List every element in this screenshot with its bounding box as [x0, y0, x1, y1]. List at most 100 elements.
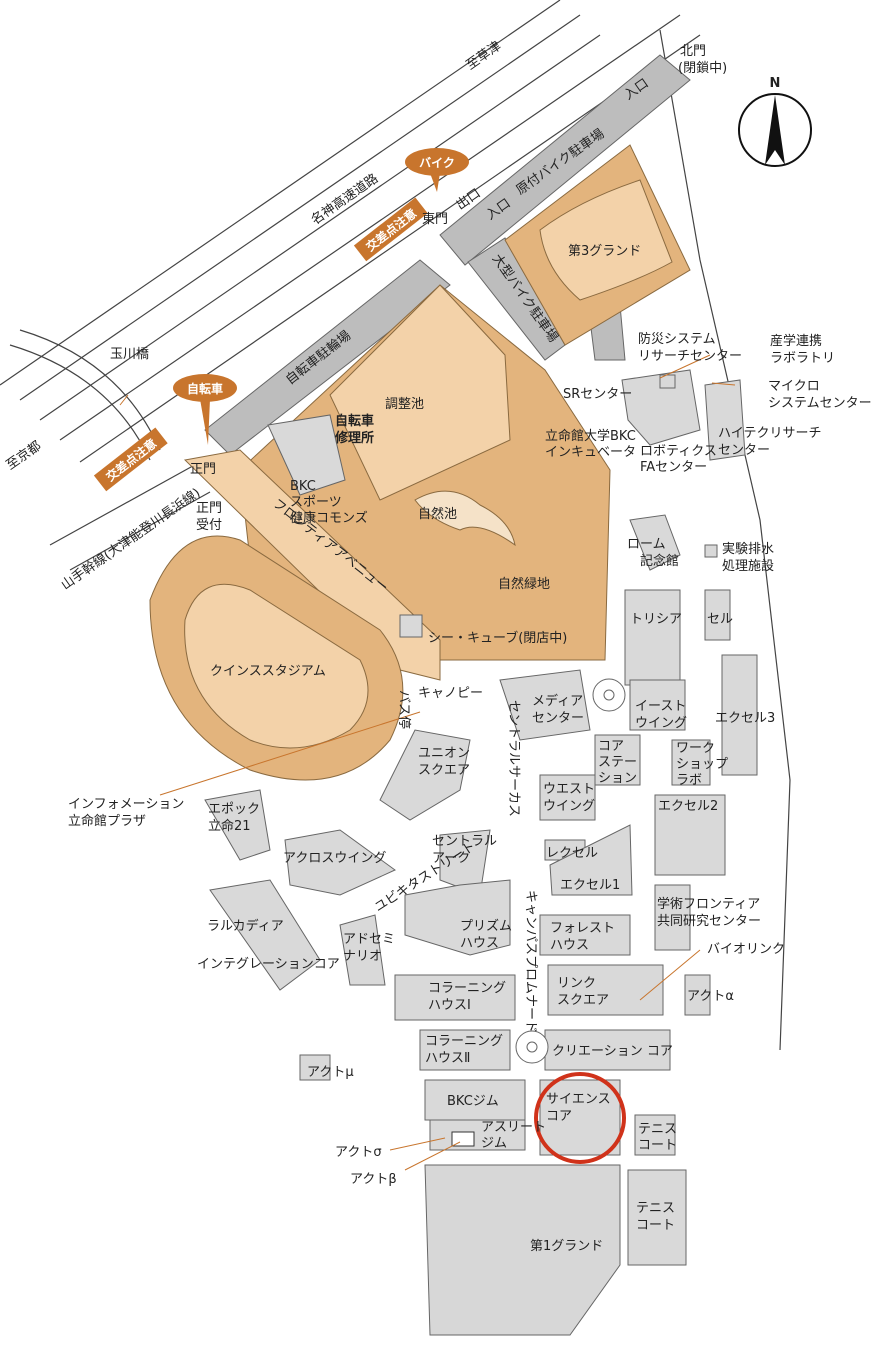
svg-text:ション: ション: [598, 771, 637, 786]
svg-text:イースト: イースト: [635, 699, 686, 714]
svg-text:アスリート: アスリート: [481, 1120, 546, 1135]
svg-text:プリズム: プリズム: [460, 918, 512, 934]
svg-text:ハウスⅠ: ハウスⅠ: [428, 998, 471, 1013]
badge-caution-2: 交差点注意: [93, 427, 168, 492]
svg-text:正門: 正門: [190, 462, 216, 477]
svg-text:テニス: テニス: [638, 1122, 677, 1137]
badge-bike: バイク: [405, 148, 469, 192]
svg-text:アドセミ: アドセミ: [343, 932, 395, 947]
svg-text:ロボティクス: ロボティクス: [640, 444, 717, 459]
svg-text:BKCジム: BKCジム: [447, 1094, 499, 1109]
svg-text:北門: 北門: [680, 44, 706, 59]
svg-text:インキュベータ: インキュベータ: [545, 445, 636, 460]
svg-text:バス停: バス停: [396, 690, 412, 729]
svg-text:センター: センター: [532, 711, 584, 726]
svg-text:アクトβ: アクトβ: [350, 1172, 397, 1187]
roundabout-promenade: [515, 1030, 549, 1064]
leader-lines: [119, 354, 736, 1171]
svg-text:東門: 東門: [422, 211, 448, 227]
svg-text:エポック: エポック: [208, 802, 260, 817]
svg-text:エクセル2: エクセル2: [658, 799, 718, 814]
svg-text:コラーニング: コラーニング: [428, 981, 506, 996]
svg-text:バイオリンク: バイオリンク: [707, 942, 785, 957]
svg-text:調整池: 調整池: [385, 397, 424, 412]
svg-text:アクロスウイング: アクロスウイング: [283, 851, 386, 866]
svg-text:センター: センター: [718, 443, 770, 458]
svg-text:自転車: 自転車: [187, 381, 223, 396]
svg-text:ウイング: ウイング: [543, 799, 595, 814]
svg-text:防災システム: 防災システム: [638, 331, 716, 347]
svg-text:ショップ: ショップ: [676, 757, 728, 772]
svg-text:立命21: 立命21: [208, 818, 251, 834]
svg-text:自然池: 自然池: [418, 506, 457, 522]
svg-text:アクトμ: アクトμ: [307, 1065, 354, 1080]
stadium: [149, 535, 404, 781]
svg-text:立命館プラザ: 立命館プラザ: [68, 813, 146, 829]
svg-text:コート: コート: [638, 1138, 677, 1153]
to-kusatsu: 至草津: [464, 39, 505, 74]
svg-text:ジム: ジム: [481, 1136, 507, 1151]
svg-text:ユニオン: ユニオン: [418, 746, 470, 761]
svg-text:スクエア: スクエア: [418, 763, 470, 778]
svg-text:受付: 受付: [196, 518, 222, 533]
svg-text:セントラルサーカス: セントラルサーカス: [506, 700, 521, 817]
svg-text:ワーク: ワーク: [676, 741, 715, 756]
svg-text:交差点注意: 交差点注意: [103, 435, 160, 484]
svg-text:立命館大学BKC: 立命館大学BKC: [545, 428, 636, 444]
svg-text:ナリオ: ナリオ: [343, 949, 382, 964]
svg-text:メディア: メディア: [532, 693, 583, 709]
tamagawa-bridge: 玉川橋: [110, 347, 149, 362]
svg-text:アクトσ: アクトσ: [335, 1145, 382, 1160]
buildings: [204, 369, 758, 1156]
svg-text:エクセル3: エクセル3: [715, 711, 775, 726]
svg-text:自然緑地: 自然緑地: [498, 576, 550, 592]
svg-text:ラルカディア: ラルカディア: [207, 918, 284, 934]
svg-text:産学連携: 産学連携: [770, 333, 822, 349]
svg-text:キャンパスプロムナード: キャンパスプロムナード: [523, 890, 538, 1033]
svg-text:コラーニング: コラーニング: [425, 1034, 503, 1049]
ground-1-area: [424, 1164, 621, 1336]
svg-text:セントラル: セントラル: [432, 834, 497, 849]
svg-text:セル: セル: [707, 612, 733, 627]
svg-text:記念館: 記念館: [640, 553, 679, 569]
svg-text:共同研究センター: 共同研究センター: [657, 914, 761, 929]
svg-text:システムセンター: システムセンター: [768, 396, 872, 411]
svg-text:レクセル: レクセル: [546, 846, 598, 861]
svg-text:ハイテクリサーチ: ハイテクリサーチ: [718, 426, 821, 441]
svg-text:自転車: 自転車: [335, 413, 374, 429]
svg-text:キャノピー: キャノピー: [418, 686, 483, 701]
svg-text:第3グランド: 第3グランド: [568, 244, 641, 259]
svg-text:ハウス: ハウス: [460, 936, 499, 951]
svg-text:テニス: テニス: [636, 1201, 675, 1216]
ground-3: [504, 144, 691, 346]
svg-text:フォレスト: フォレスト: [550, 921, 615, 936]
svg-text:実験排水: 実験排水: [722, 541, 774, 557]
svg-text:ステー: ステー: [598, 755, 637, 770]
parking-bands: [204, 54, 691, 456]
svg-text:健康コモンズ: 健康コモンズ: [290, 510, 368, 526]
svg-text:シー・キューブ(閉店中): シー・キューブ(閉店中): [428, 630, 567, 646]
roundabout-media: [592, 678, 626, 712]
badge-bicycle: 自転車: [173, 374, 237, 445]
svg-text:FAセンター: FAセンター: [640, 460, 707, 475]
svg-text:ウエスト: ウエスト: [543, 782, 595, 797]
svg-text:修理所: 修理所: [334, 430, 374, 446]
svg-text:学術フロンティア: 学術フロンティア: [657, 896, 760, 912]
svg-text:処理施設: 処理施設: [722, 558, 774, 574]
svg-text:マイクロ: マイクロ: [768, 379, 820, 394]
badge-caution-1: 交差点注意: [353, 197, 428, 262]
tennis-court-2: [627, 1169, 687, 1266]
svg-text:第1グランド: 第1グランド: [530, 1239, 603, 1254]
svg-text:ハウス: ハウス: [550, 938, 589, 953]
svg-text:バイク: バイク: [419, 156, 455, 170]
svg-text:ラボラトリ: ラボラトリ: [770, 351, 835, 366]
svg-text:コア: コア: [598, 739, 624, 754]
svg-text:サイエンス: サイエンス: [546, 1092, 611, 1107]
compass: N: [738, 76, 812, 167]
svg-text:アーク: アーク: [432, 851, 470, 866]
svg-text:インフォメーション: インフォメーション: [68, 797, 184, 812]
svg-text:ハウスⅡ: ハウスⅡ: [425, 1051, 470, 1066]
svg-text:ローム: ローム: [627, 537, 666, 552]
svg-text:エクセル1: エクセル1: [560, 878, 620, 893]
